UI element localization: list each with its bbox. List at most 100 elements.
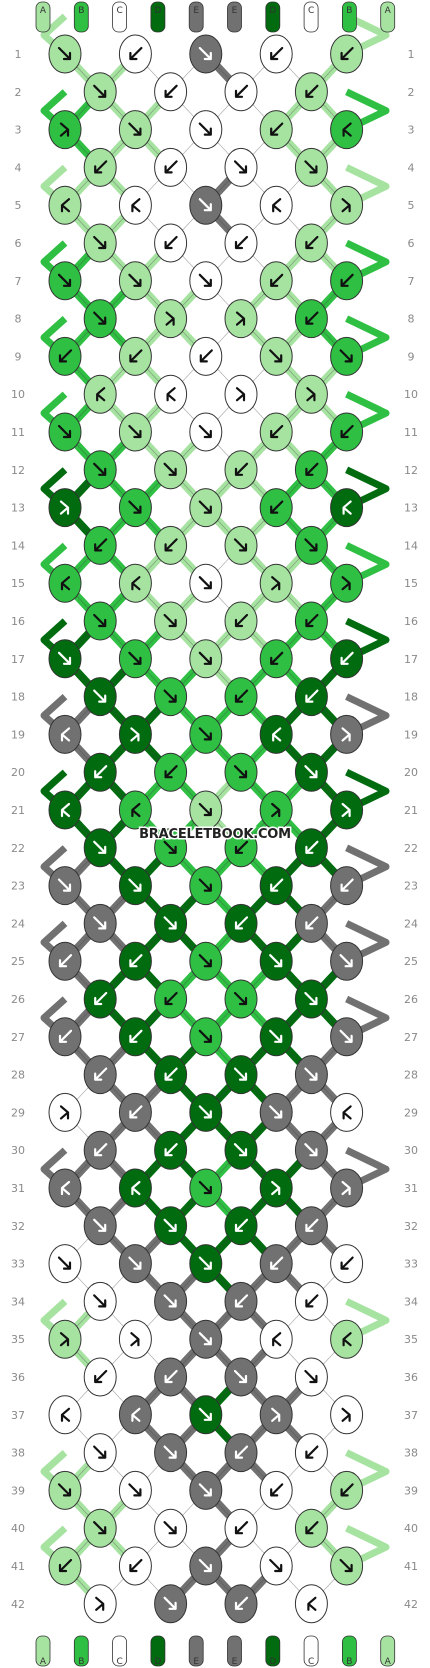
knot xyxy=(294,1508,328,1548)
arrow-down-right-icon xyxy=(59,1332,70,1347)
arrow-down-left-icon xyxy=(340,46,354,61)
string-tab xyxy=(188,1635,204,1667)
knot xyxy=(189,563,223,603)
knot xyxy=(330,185,364,225)
row-number-right: 11 xyxy=(404,426,418,439)
knot xyxy=(224,147,258,187)
knot xyxy=(189,1470,223,1510)
knot-oval xyxy=(118,1168,152,1208)
arrow-down-right-icon xyxy=(128,1256,142,1270)
arrow-down-right-icon xyxy=(233,160,248,174)
string-letter-bottom: D xyxy=(269,1657,276,1667)
arrow-down-right-icon xyxy=(341,802,351,818)
arrow-down-left-icon xyxy=(234,689,249,703)
row-number-right: 8 xyxy=(408,313,415,326)
knot xyxy=(83,1584,117,1624)
row-number-right: 17 xyxy=(404,653,418,666)
knot xyxy=(83,72,117,112)
arrow-down-right-icon xyxy=(339,349,353,363)
knot xyxy=(224,601,258,641)
knot xyxy=(224,1055,258,1095)
knot xyxy=(118,1395,152,1435)
knot-oval xyxy=(48,185,82,225)
knot xyxy=(83,299,117,339)
row-number-left: 41 xyxy=(11,1560,25,1573)
knot xyxy=(224,979,258,1019)
knot xyxy=(294,903,328,943)
arrow-down-right-icon xyxy=(163,1445,177,1459)
knot xyxy=(83,1508,117,1548)
knot xyxy=(48,866,82,906)
arrow-down-left-icon xyxy=(131,576,141,591)
knot xyxy=(118,941,152,981)
knot xyxy=(294,1130,328,1170)
row-number-left: 30 xyxy=(11,1144,25,1157)
arrow-down-left-icon xyxy=(94,160,108,174)
knot xyxy=(83,450,117,490)
knot xyxy=(154,1357,188,1397)
knot xyxy=(189,1319,223,1359)
knot xyxy=(224,903,258,943)
arrow-down-right-icon xyxy=(269,1029,283,1043)
knot xyxy=(48,185,82,225)
knot xyxy=(118,1470,152,1510)
knot xyxy=(154,828,188,868)
knot-oval xyxy=(118,1395,152,1435)
knot xyxy=(259,412,293,452)
knot-oval xyxy=(118,185,152,225)
knot xyxy=(154,374,188,414)
arrow-down-left-icon xyxy=(305,462,319,476)
knot xyxy=(118,563,152,603)
row-number-left: 25 xyxy=(11,955,25,968)
arrow-down-right-icon xyxy=(93,235,107,250)
row-number-right: 38 xyxy=(404,1447,418,1460)
arrow-down-left-icon xyxy=(164,538,178,552)
arrow-down-right-icon xyxy=(269,1558,283,1573)
knot xyxy=(48,1017,82,1057)
arrow-down-right-icon xyxy=(93,613,107,628)
arrow-down-left-icon xyxy=(94,1067,108,1081)
arrow-down-right-icon xyxy=(269,1105,283,1119)
arrow-down-left-icon xyxy=(234,1445,249,1459)
knot xyxy=(189,34,223,74)
arrow-down-right-icon xyxy=(306,387,316,402)
row-number-right: 28 xyxy=(404,1069,418,1082)
arrow-down-left-icon xyxy=(164,1067,178,1081)
row-number-right: 37 xyxy=(404,1409,418,1422)
arrow-down-left-icon xyxy=(131,1180,141,1196)
arrow-down-right-icon xyxy=(57,651,72,665)
row-number-right: 3 xyxy=(408,124,415,137)
row-number-left: 8 xyxy=(15,313,22,326)
row-number-left: 15 xyxy=(11,577,25,590)
arrow-down-right-icon xyxy=(163,1521,177,1535)
knot xyxy=(154,525,188,565)
knot xyxy=(224,828,258,868)
row-number-right: 39 xyxy=(404,1484,418,1497)
knot xyxy=(118,1319,152,1359)
arrow-down-right-icon xyxy=(304,1143,318,1157)
knot-oval xyxy=(330,1092,364,1132)
arrow-down-right-icon xyxy=(304,538,318,552)
arrow-down-left-icon xyxy=(131,198,141,213)
arrow-down-right-icon xyxy=(304,1369,318,1384)
arrow-down-right-icon xyxy=(93,1445,107,1459)
knot xyxy=(224,72,258,112)
row-number-left: 32 xyxy=(11,1220,25,1233)
knot xyxy=(330,1546,364,1586)
row-number-right: 4 xyxy=(408,161,415,174)
knot xyxy=(330,1168,364,1208)
arrow-down-right-icon xyxy=(269,349,283,363)
knot-oval xyxy=(294,374,328,414)
arrow-down-right-icon xyxy=(93,462,107,476)
row-number-right: 9 xyxy=(408,350,415,363)
knot xyxy=(189,1546,223,1586)
knot xyxy=(48,790,82,830)
knot xyxy=(224,299,258,339)
arrow-down-right-icon xyxy=(163,689,177,703)
string-tab xyxy=(73,1,89,33)
knot xyxy=(48,412,82,452)
knot xyxy=(330,261,364,301)
arrow-down-left-icon xyxy=(129,349,143,363)
knot xyxy=(154,1206,188,1246)
arrow-down-right-icon xyxy=(233,765,248,779)
